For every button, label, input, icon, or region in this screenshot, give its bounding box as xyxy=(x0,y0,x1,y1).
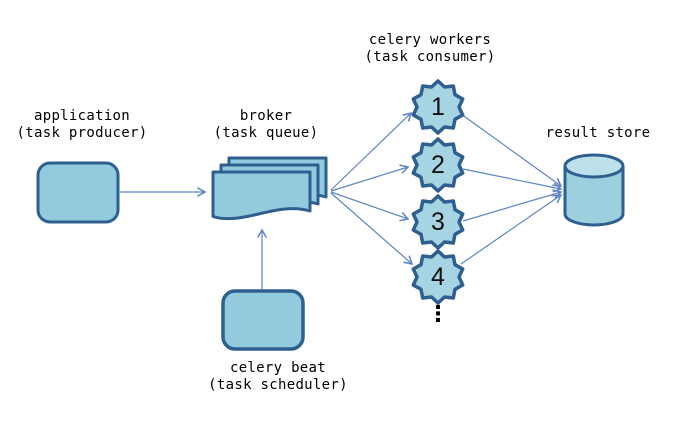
edge-broker-worker4-arrow xyxy=(330,192,414,266)
worker3-seal-icon xyxy=(411,194,465,250)
result-store-label: result store xyxy=(545,125,651,141)
broker-doc-front xyxy=(211,170,312,221)
broker-label: broker xyxy=(239,108,293,124)
worker1-number: 1 xyxy=(431,92,445,121)
workers-label-block: celery workers (task consumer) xyxy=(365,32,496,66)
edge-broker-worker3-arrow xyxy=(330,191,410,222)
broker-sublabel: (task queue) xyxy=(213,125,319,141)
worker2-seal-icon xyxy=(411,137,465,193)
edge-worker4-store-arrow xyxy=(460,194,563,265)
application-label-block: application (task producer) xyxy=(17,108,148,142)
broker-label-block: broker (task queue) xyxy=(214,108,319,142)
celery-beat-label-block: celery beat (task scheduler) xyxy=(208,360,348,394)
worker1-seal-icon xyxy=(411,79,465,135)
edge-broker-worker2-arrow xyxy=(330,164,410,192)
cylinder-top xyxy=(563,153,625,179)
broker-document-stack xyxy=(211,156,328,221)
celery-beat-label: celery beat xyxy=(229,360,327,376)
celery-beat-sublabel: (task scheduler) xyxy=(208,377,348,393)
worker4-seal-icon xyxy=(411,249,465,305)
workers-sublabel: (task consumer) xyxy=(364,49,496,65)
edge-worker3-store-arrow xyxy=(462,189,563,222)
workers-label: celery workers xyxy=(368,32,492,48)
application-box xyxy=(36,161,120,224)
more-workers-ellipsis-icon: ⋮ xyxy=(427,302,449,327)
application-sublabel: (task producer) xyxy=(16,125,148,141)
cylinder-body xyxy=(563,166,625,227)
edge-worker1-store-arrow xyxy=(460,113,563,187)
result-store-cylinder xyxy=(563,153,625,227)
worker-seals xyxy=(411,79,465,305)
worker4-number: 4 xyxy=(431,262,445,291)
worker3-number: 3 xyxy=(431,207,445,236)
celery-beat-box xyxy=(221,289,305,351)
application-label: application xyxy=(33,108,131,124)
edge-broker-worker1-arrow xyxy=(330,111,413,191)
worker2-number: 2 xyxy=(431,150,445,179)
edges xyxy=(120,111,563,289)
edge-worker2-store-arrow xyxy=(462,168,563,193)
